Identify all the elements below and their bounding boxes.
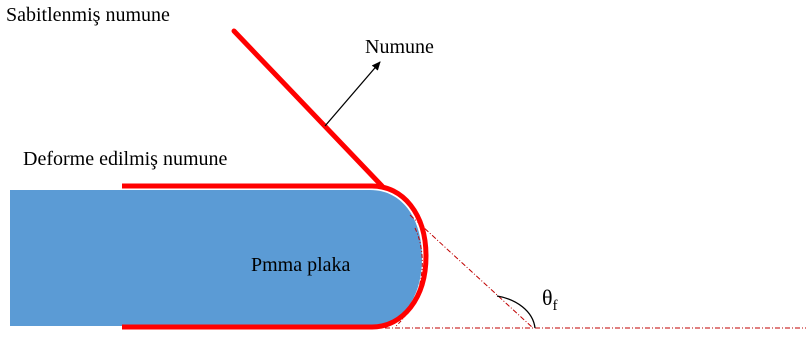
- tangent-dashed-line: [409, 214, 534, 329]
- fixed-specimen-label: Sabitlenmiş numune: [6, 4, 170, 26]
- dashed-curve-guide: [394, 227, 423, 328]
- pmma-plate: [10, 190, 422, 326]
- deformed-specimen-line: [122, 183, 429, 330]
- fixed-specimen-line: [231, 28, 385, 189]
- specimen-label: Numune: [365, 36, 434, 58]
- angle-label: θf: [542, 285, 558, 314]
- specimen-arrow: [324, 61, 381, 127]
- plate-label: Pmma plaka: [251, 254, 351, 276]
- angle-symbol: θ: [542, 285, 553, 310]
- angle-subscript: f: [553, 298, 558, 314]
- angle-arc: [496, 295, 536, 329]
- deformed-specimen-label: Deforme edilmiş numune: [23, 148, 228, 170]
